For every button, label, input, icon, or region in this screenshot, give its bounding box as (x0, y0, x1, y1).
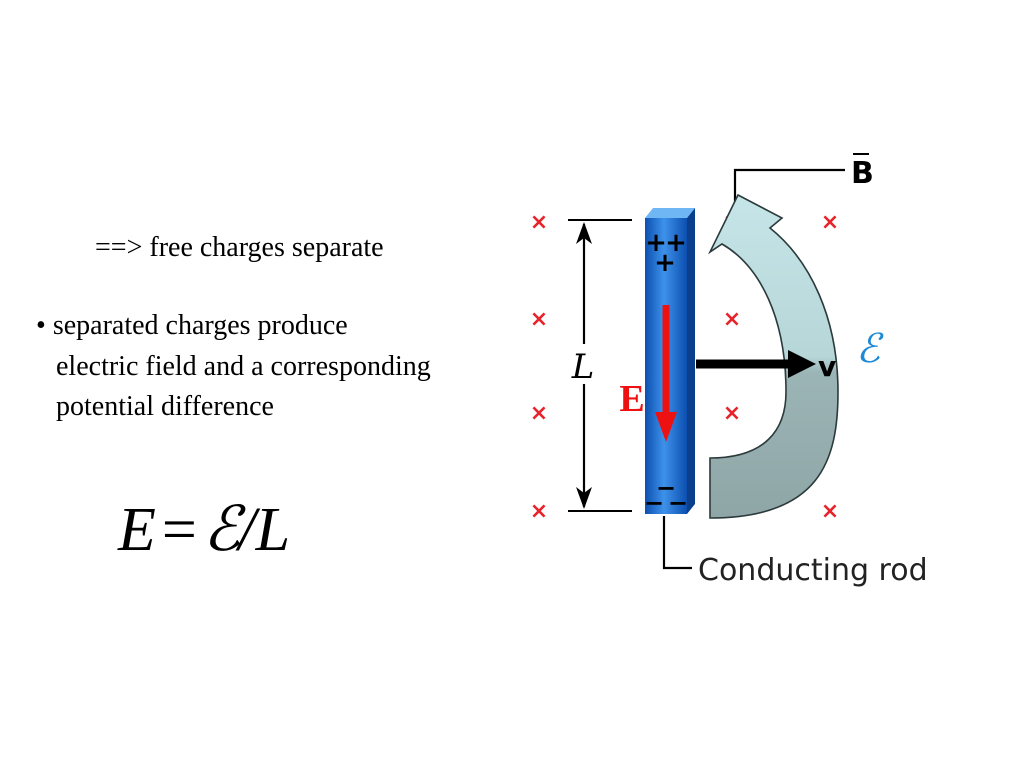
bullet-text-line2: electric field and a corresponding (56, 351, 431, 382)
field-x-mark: × (530, 307, 548, 332)
length-arrowhead-top (576, 222, 592, 244)
plus-sign: + (645, 228, 667, 258)
equation-equals: = (161, 496, 197, 564)
field-x-mark: × (723, 401, 741, 426)
equation-slash: / (238, 496, 256, 564)
velocity-label: v (818, 350, 836, 383)
electric-field-arrowhead (655, 412, 677, 442)
velocity-arrowhead (788, 350, 816, 378)
field-x-mark: × (530, 210, 548, 235)
minus-sign: − (644, 489, 664, 517)
bullet-text-line1: separated charges produce (52, 310, 348, 341)
minus-sign: − (668, 489, 688, 517)
equation-lhs: E (118, 496, 156, 564)
equation: E=ℰ/L (118, 496, 291, 564)
rod-top-face (645, 208, 695, 218)
length-label: L (571, 347, 595, 387)
emf-label: ℰ (856, 326, 884, 372)
field-x-mark: × (821, 499, 839, 524)
positive-charges: + + + (645, 228, 687, 278)
field-x-mark: × (530, 499, 548, 524)
length-label-bg (568, 344, 600, 384)
rod-leader-line (662, 516, 692, 570)
text-free-charges-separate: ==> free charges separate (95, 232, 384, 263)
field-x-mark: × (821, 210, 839, 235)
bullet-text-line3: potential difference (56, 391, 274, 422)
magnetic-field-label: B (851, 156, 874, 191)
negative-charges: − − − (644, 474, 688, 517)
minus-sign: − (656, 474, 676, 502)
field-x-mark: × (530, 401, 548, 426)
equation-length: L (255, 496, 291, 564)
plus-sign: + (654, 248, 676, 278)
emf-curved-arrow (707, 193, 839, 519)
b-leader-line (733, 168, 845, 210)
equation-emf: ℰ (202, 492, 241, 565)
rod-side-face (687, 208, 695, 514)
bullet-item: • separated charges produce (36, 312, 348, 340)
conducting-rod-label: Conducting rod (698, 553, 928, 588)
field-x-mark: × (723, 307, 741, 332)
plus-sign: + (665, 228, 687, 258)
electric-field-label: E (619, 378, 644, 420)
conducting-rod-diagram: × × × × × × × × × × B L + + + − − − E Co… (530, 153, 928, 588)
length-arrowhead-bottom (576, 487, 592, 509)
bullet-glyph: • (36, 310, 46, 341)
